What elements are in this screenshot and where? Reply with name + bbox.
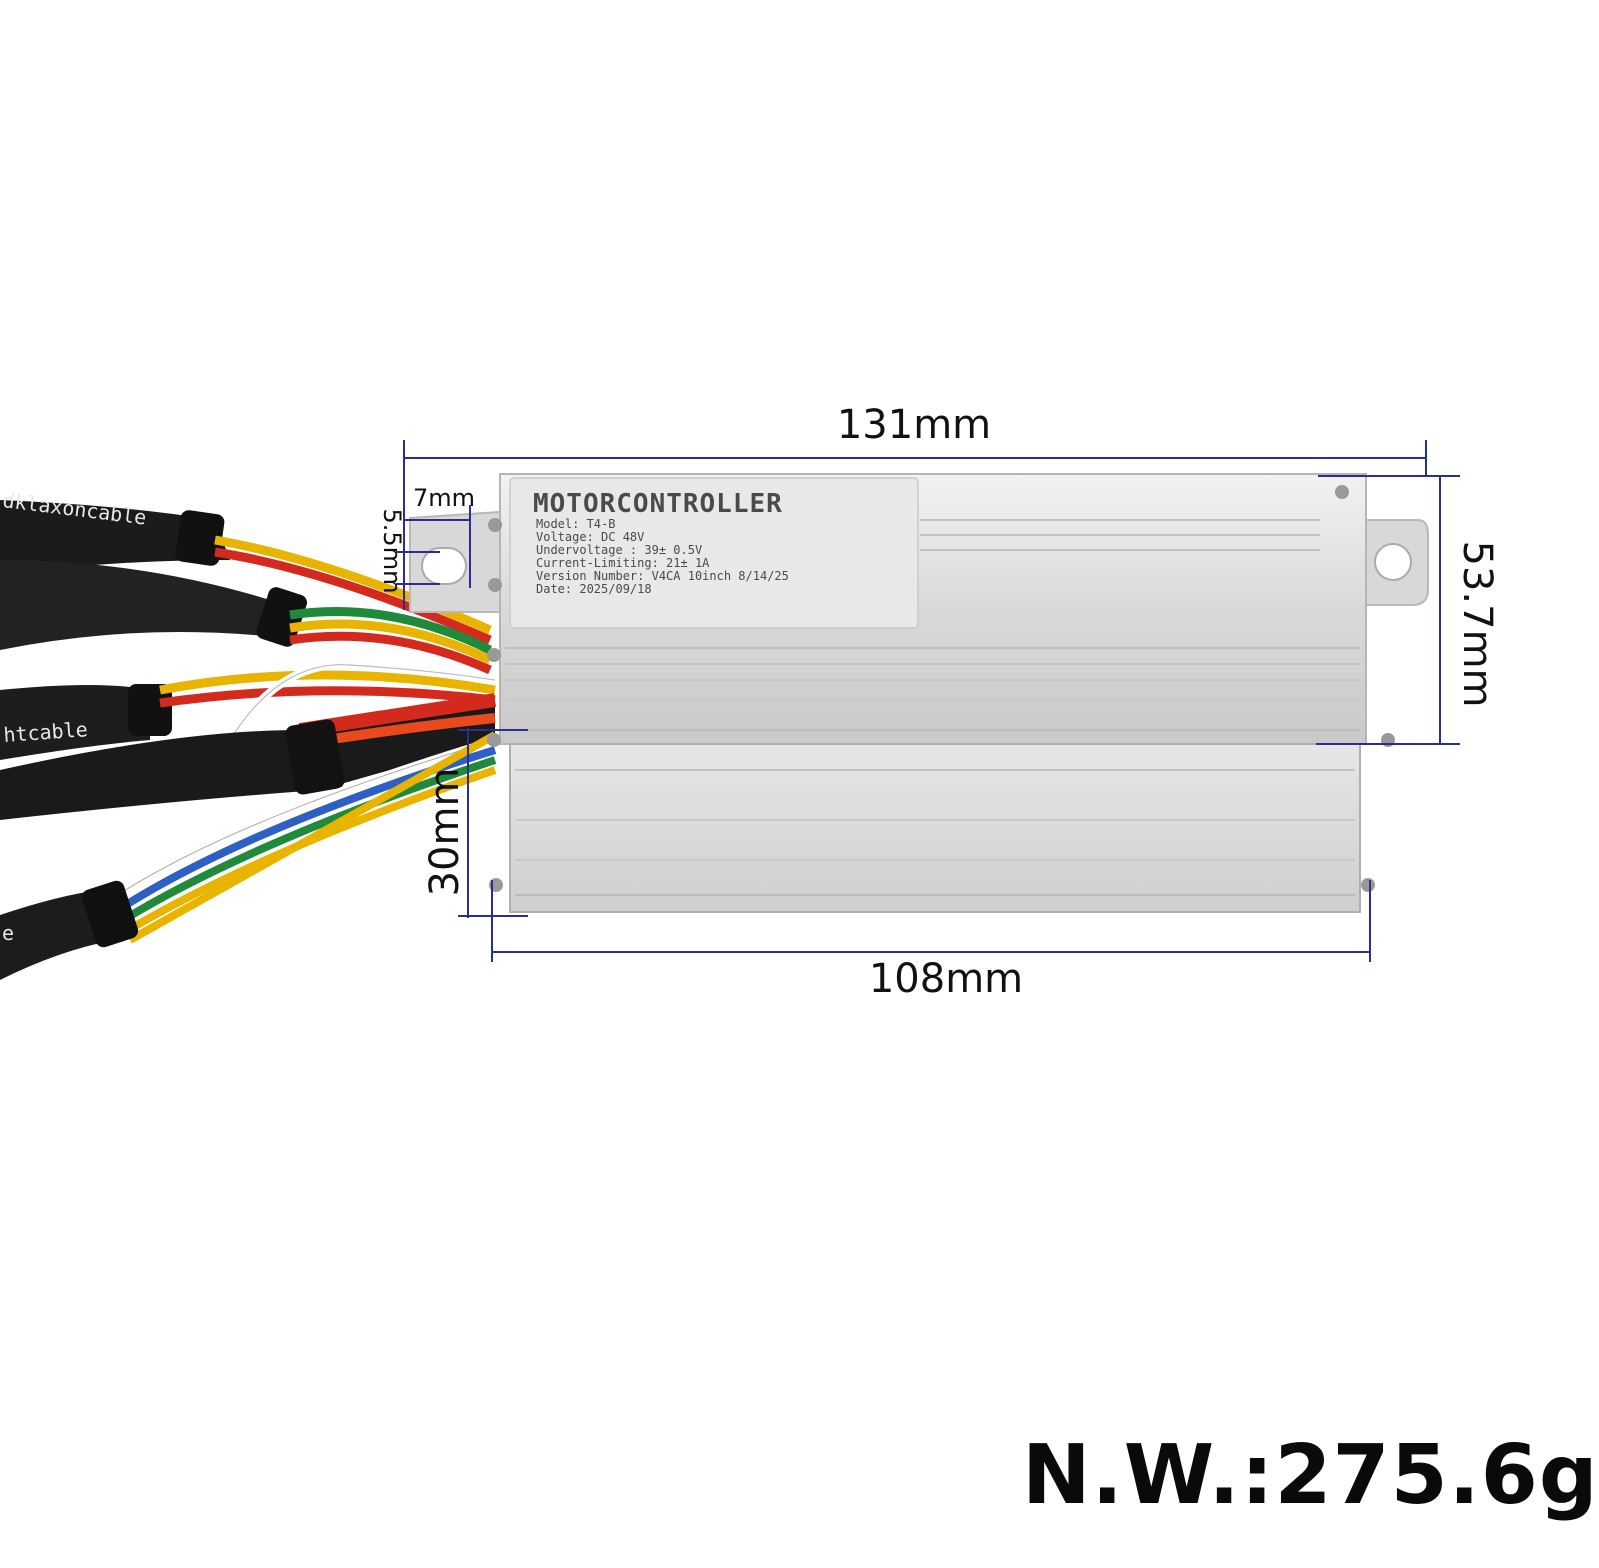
label-undervoltage: Undervoltage : 39± 0.5V [536,543,702,557]
cable-bundle: dklaxoncable htcable e [0,488,497,980]
screw [487,733,501,747]
label-current-limiting: Current-Limiting: 21± 1A [536,556,710,570]
screw [1335,485,1349,499]
label-voltage: Voltage: DC 48V [536,530,644,544]
label-version: Version Number: V4CA 10inch 8/14/25 [536,569,789,583]
screw [488,578,502,592]
dimension-hole-height: 5.5mm [378,509,406,594]
label-date: Date: 2025/09/18 [536,582,652,596]
dimension-body-length: 108mm [869,956,1023,1002]
dimension-width: 53.7mm [1454,541,1500,708]
label-title: MOTORCONTROLLER [533,489,783,519]
screw [1361,878,1375,892]
bottom-cable-text: e [2,921,14,945]
dimension-height: 30mm [422,768,468,897]
screw [487,648,501,662]
dimension-total-length: 131mm [837,402,991,448]
net-weight: N.W.:275.6g [1022,1428,1599,1523]
spec-label [509,477,919,629]
controller-housing: MOTORCONTROLLER Model: T4-B Voltage: DC … [409,473,1429,913]
horn-cable [0,500,230,575]
label-model: Model: T4-B [536,517,615,531]
screw [488,518,502,532]
light-cable [0,685,150,760]
dimension-hole-width: 7mm [413,484,475,512]
bottom-cable [0,890,115,980]
dimension-annotations [396,440,1460,962]
light-cable-text: htcable [3,717,89,747]
